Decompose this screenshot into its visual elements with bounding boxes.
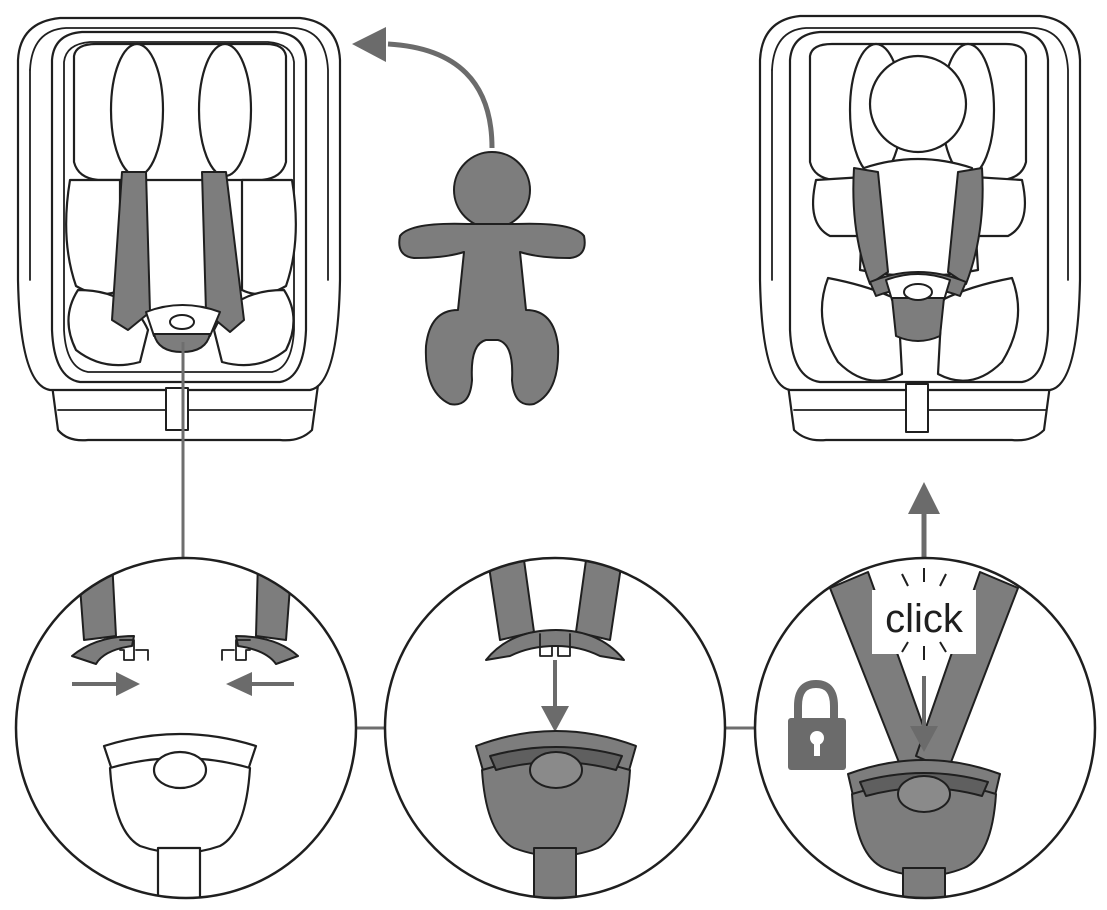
up-arrow-icon: [908, 482, 940, 558]
curved-arrow-icon: [352, 27, 495, 149]
buckle-tongues-joined: [383, 556, 727, 900]
click-burst-icon: [901, 568, 947, 660]
click-label: click: [885, 597, 964, 641]
car-seat-with-child: [758, 14, 1082, 442]
baby-silhouette: [398, 151, 586, 406]
car-seat-empty: [16, 16, 342, 442]
buckle-locked: click: [753, 556, 1097, 900]
padlock-icon: [788, 679, 846, 770]
buckle-tongues-separate: [14, 556, 358, 900]
